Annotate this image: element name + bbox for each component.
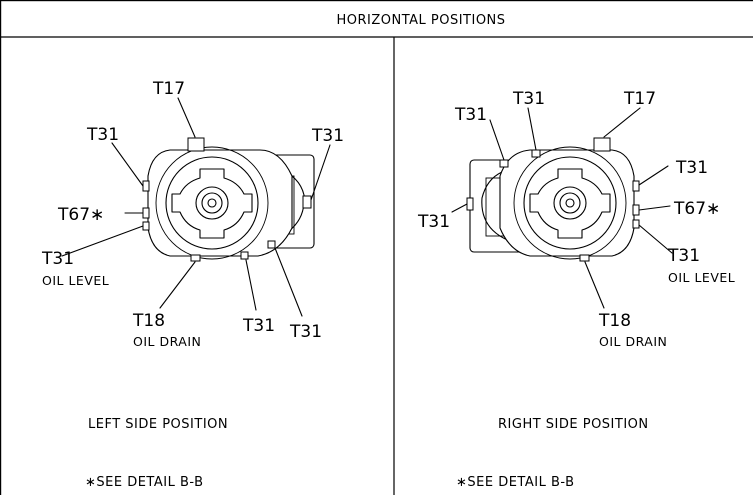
left-leader-t31-corner (274, 247, 303, 317)
left-flange (165, 156, 259, 250)
left-plug-t31-level (142, 221, 150, 231)
left-label-t67: T67∗ (57, 205, 104, 225)
right-housing-ring (513, 146, 627, 260)
right-label-t31-level: T31 (667, 246, 700, 266)
left-caption: LEFT SIDE POSITION (88, 417, 228, 432)
left-plug-t18 (190, 254, 201, 262)
right-leader-t31-left (451, 203, 468, 213)
left-shaft-inner (201, 192, 223, 214)
left-label-t31-top: T31 (86, 125, 119, 145)
right-plug-t31-level (632, 219, 640, 229)
left-gearbox-view (61, 97, 331, 317)
left-plug-t31-corner (267, 240, 276, 249)
left-shaft-outer (195, 186, 229, 220)
right-leader-t18 (584, 261, 605, 309)
left-leader-t18 (159, 261, 196, 309)
right-label-t31-top-mid: T31 (512, 89, 545, 109)
left-label-oil-level: OIL LEVEL (42, 273, 109, 288)
right-leader-t17 (603, 107, 641, 138)
right-flange (523, 156, 617, 250)
right-plug-t17 (593, 137, 611, 152)
right-plug-t31-right (632, 180, 640, 192)
right-gearbox-view (451, 107, 673, 309)
right-label-t18: T18 (598, 311, 631, 331)
right-label-t31-top-left: T31 (454, 105, 487, 125)
right-label-t31-left: T31 (417, 212, 450, 232)
left-label-t18: T18 (132, 311, 165, 331)
left-shaft-center (207, 198, 217, 208)
right-leader-t31-level (638, 224, 673, 254)
right-plug-t31-top-mid (531, 149, 541, 158)
right-plug-t31-left (466, 197, 474, 211)
left-plug-t31-bottom (240, 251, 249, 260)
left-leader-t17 (177, 97, 196, 138)
left-label-t31-right: T31 (311, 126, 344, 146)
left-label-oil-drain: OIL DRAIN (133, 334, 201, 349)
right-label-oil-drain: OIL DRAIN (599, 334, 667, 349)
left-label-t31-corner: T31 (289, 322, 322, 342)
right-plug-t67 (632, 204, 640, 216)
right-shaft-outer (553, 186, 587, 220)
left-leader-t31-top (111, 142, 144, 187)
header-title: HORIZONTAL POSITIONS (336, 13, 505, 28)
left-spline-hub (171, 168, 253, 239)
left-plug-t31-top (142, 180, 150, 192)
left-housing-ring (155, 146, 269, 260)
right-label-t67: T67∗ (673, 199, 720, 219)
left-label-t31-level: T31 (41, 249, 74, 269)
left-plug-t67 (142, 207, 150, 219)
right-caption: RIGHT SIDE POSITION (498, 417, 649, 432)
left-main-housing (147, 149, 293, 257)
left-note: ∗SEE DETAIL B-B (85, 475, 204, 490)
right-shaft-inner (559, 192, 581, 214)
right-label-t31-right: T31 (675, 158, 708, 178)
left-plug-t31-right (302, 195, 312, 209)
right-leader-t31-top-left (489, 119, 505, 161)
right-leader-t67 (638, 205, 671, 211)
right-leader-t31-right (638, 165, 669, 186)
right-leader-t31-top-mid (527, 107, 537, 151)
right-main-housing (499, 149, 635, 257)
right-label-t17: T17 (623, 89, 656, 109)
left-leader-t31-right (310, 144, 331, 201)
left-plug-t17 (187, 137, 205, 152)
left-label-t31-bottom: T31 (242, 316, 275, 336)
right-spline-hub (529, 168, 611, 239)
right-shaft-center (565, 198, 575, 208)
right-note: ∗SEE DETAIL B-B (456, 475, 575, 490)
right-label-oil-level: OIL LEVEL (668, 270, 735, 285)
right-plug-t31-top-left (499, 159, 509, 168)
left-leader-t31-bottom (245, 259, 257, 311)
right-plug-t18 (579, 254, 590, 262)
left-label-t17: T17 (152, 79, 185, 99)
left-leader-t31-level (61, 225, 144, 257)
